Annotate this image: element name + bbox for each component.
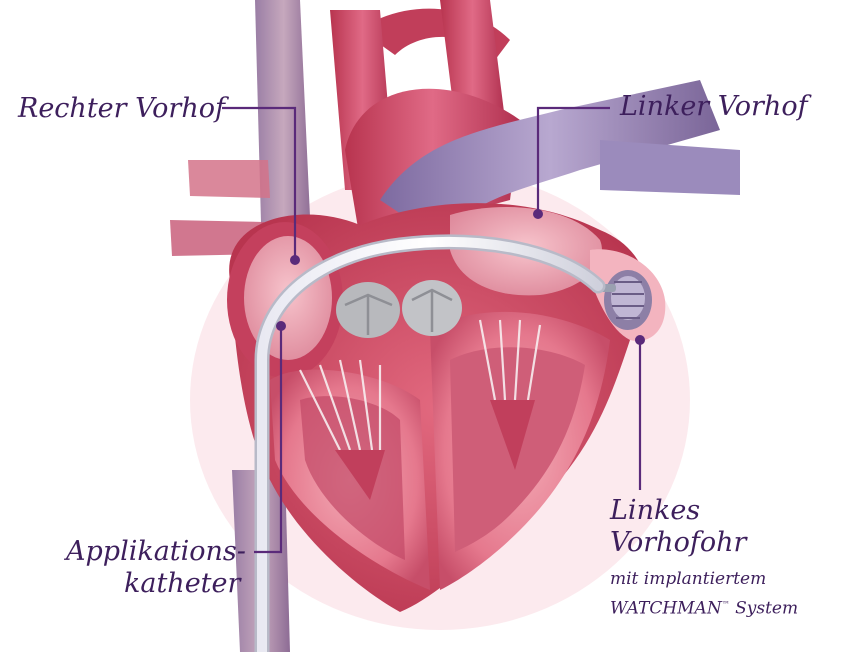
label-left-atrium: Linker Vorhof <box>620 90 808 124</box>
system-word: System <box>730 599 798 619</box>
watchman-brand: WATCHMAN <box>610 599 722 619</box>
label-right-atrium: Rechter Vorhof <box>18 92 225 126</box>
label-appendage-line2: Vorhofohr <box>610 526 746 560</box>
trademark-symbol: ™ <box>722 600 730 609</box>
label-appendage-line1: Linkes <box>610 494 700 528</box>
label-appendage-sub2: WATCHMAN™ System <box>610 593 798 621</box>
label-catheter-line1: Applikations- <box>66 535 246 569</box>
label-catheter-line2: katheter <box>124 567 240 601</box>
label-appendage-sub1: mit implantiertem <box>610 567 766 591</box>
